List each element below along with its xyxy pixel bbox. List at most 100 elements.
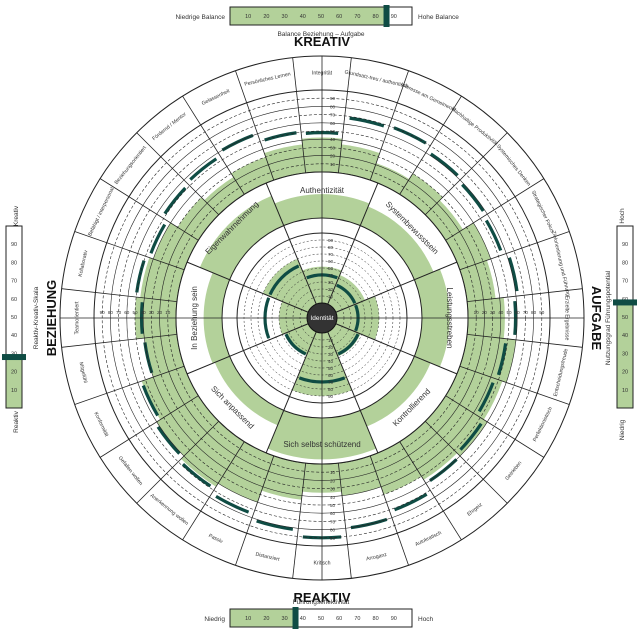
top-scale-tick: 10: [245, 14, 251, 20]
outer-tick-left: 80: [108, 310, 114, 315]
outer-tick-top: 90: [330, 96, 336, 101]
dimension-band: [199, 195, 284, 280]
right-scale: 908070605040302010: [613, 225, 637, 409]
top-scale-caption: Balance Beziehung – Aufgabe: [277, 31, 364, 38]
competency-bar: [370, 163, 410, 195]
outer-tick-top: 30: [330, 145, 336, 150]
competency-spoke: [235, 455, 275, 566]
inner-marker: [268, 264, 300, 296]
right-scale-tick: 90: [622, 242, 628, 248]
competency-spoke: [292, 463, 307, 579]
competency-spoke: [337, 57, 352, 173]
bottom-scale-frame: [229, 608, 413, 628]
left-scale-tick: 50: [11, 315, 17, 321]
competency-label: Kollaborativ: [78, 249, 90, 277]
inner-spoke: [289, 239, 317, 305]
quadrant-bottom: REAKTIV: [293, 590, 350, 605]
right-scale-top-label: Hoch: [619, 208, 626, 224]
outer-tick-top: 10: [330, 162, 336, 167]
inner-tick-bottom: 10: [328, 338, 334, 343]
inner-tick-top: 10: [328, 294, 334, 299]
left-scale-tick: 60: [11, 297, 17, 303]
competency-spoke: [399, 441, 462, 541]
inner-marker: [284, 333, 307, 356]
outer-tick-bottom: 90: [330, 536, 336, 541]
left-scale: 908070605040302010: [2, 225, 26, 409]
outer-tick-right: 20: [482, 310, 488, 315]
competency-label: Arroganz: [366, 552, 388, 563]
competency-marker: [349, 116, 385, 128]
inner-tick-top: 90: [328, 238, 334, 243]
outer-tick-right: 10: [474, 310, 480, 315]
competency-label: Mitgefühl: [78, 362, 89, 384]
left-scale-fill: [6, 357, 22, 408]
identity-label: Identität: [310, 315, 333, 322]
competency-bar: [445, 366, 503, 420]
outer-tick-left: 70: [116, 310, 122, 315]
inner-tick-top: 20: [328, 287, 334, 292]
left-scale-tick: 90: [11, 242, 17, 248]
competency-marker: [459, 422, 483, 451]
inner-tick-top: 70: [328, 252, 334, 257]
top-scale-marker: [383, 5, 390, 27]
inner-tick-bottom: 20: [328, 345, 334, 350]
bottom-scale-left-label: Niedrig: [204, 616, 225, 623]
outer-tick-bottom: 20: [330, 478, 336, 483]
left-scale-tick: 40: [11, 333, 17, 339]
inner-spoke: [243, 285, 309, 313]
competency-marker: [141, 385, 160, 417]
competency-bar: [370, 441, 422, 495]
dimension-spoke: [400, 261, 458, 286]
outer-tick-left: 40: [141, 310, 147, 315]
bottom-scale-tick: 50: [318, 616, 324, 622]
competency-bar: [141, 366, 199, 420]
dimension-spoke: [354, 182, 379, 240]
inner-spoke: [327, 331, 355, 397]
top-scale-tick: 50: [318, 14, 324, 20]
left-scale-top-label: Kreativ: [13, 205, 20, 226]
bottom-scale-tick: 20: [263, 616, 269, 622]
competency-marker: [477, 382, 495, 413]
competency-bar: [218, 441, 274, 503]
competency-bar: [264, 144, 306, 181]
top-scale-left-label: Niedrige Balance: [175, 14, 225, 21]
competency-spoke: [182, 441, 245, 541]
outer-tick-top: 70: [330, 113, 336, 118]
right-scale-frame: [616, 225, 634, 409]
outer-tick-right: 50: [506, 310, 512, 315]
competency-bar: [399, 173, 443, 215]
top-scale-frame: [229, 6, 413, 26]
outer-tick-left: 90: [100, 310, 106, 315]
bottom-scale-tick: 30: [282, 616, 288, 622]
inner-bar: [285, 323, 317, 355]
competency-spoke: [337, 463, 352, 579]
competency-bar: [425, 395, 488, 457]
inner-tick-bottom: 90: [328, 394, 334, 399]
competency-spoke: [445, 178, 545, 241]
inner-spoke: [289, 331, 317, 397]
competency-spoke: [369, 70, 409, 181]
competency-bar: [338, 144, 380, 181]
competency-bar: [261, 455, 306, 500]
quadrant-left: BEZIEHUNG: [44, 280, 59, 357]
inner-spoke: [327, 239, 355, 305]
left-scale-tick: 10: [11, 388, 17, 394]
dimension-spoke: [400, 350, 458, 375]
competency-spoke: [74, 365, 185, 405]
dimension-spoke: [265, 182, 290, 240]
inner-marker: [336, 283, 357, 304]
competency-spoke: [136, 132, 220, 216]
competency-bar: [140, 257, 185, 302]
right-scale-tick: 40: [622, 333, 628, 339]
competency-bar: [156, 395, 219, 457]
dimension-band: [214, 356, 284, 426]
competency-bar: [153, 222, 199, 270]
competency-marker: [163, 186, 187, 215]
quadrant-top: KREATIV: [294, 34, 350, 49]
bottom-scale-tick: 90: [391, 616, 397, 622]
outer-tick-right: 80: [531, 310, 537, 315]
outer-tick-top: 20: [330, 154, 336, 159]
inner-tick-top: 60: [328, 259, 334, 264]
